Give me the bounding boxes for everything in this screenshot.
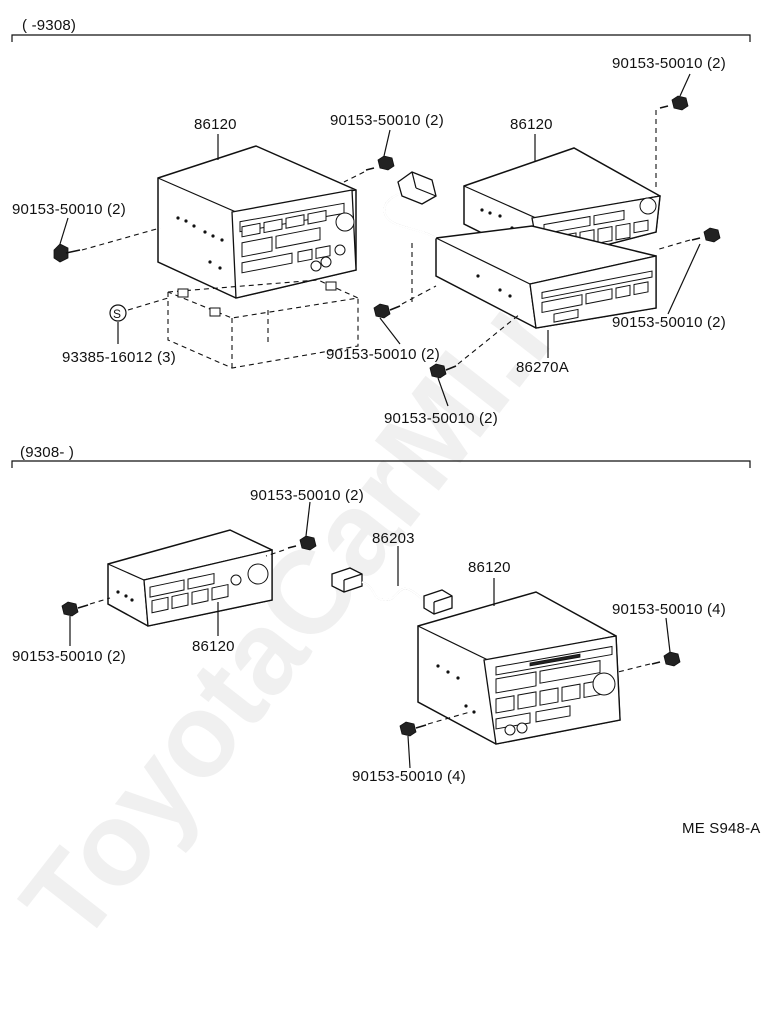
leaders-top <box>59 73 701 407</box>
label-bot-harness: 86203 <box>372 530 415 547</box>
label-top-radio-right: 86120 <box>510 116 553 133</box>
radio-unit-bottom-small <box>107 529 273 627</box>
radio-unit-bottom-big <box>417 591 621 745</box>
section-label-top: ( -9308) <box>22 17 76 34</box>
section-header-bottom: (9308- ) <box>11 444 751 468</box>
label-bot-radio-big: 86120 <box>468 559 511 576</box>
label-bot-screw-bottom: 90153-50010 (4) <box>352 768 466 785</box>
wire-harness-86203 <box>331 567 453 615</box>
bracket-unit-86270A <box>435 225 657 329</box>
label-top-clip: 93385-16012 (3) <box>62 349 176 366</box>
mounting-box-top-left <box>167 279 360 369</box>
leaders-bottom <box>69 501 671 769</box>
label-bot-radio-small: 86120 <box>192 638 235 655</box>
radio-unit-top-left <box>157 145 357 299</box>
label-bot-screw-top: 90153-50010 (2) <box>250 487 364 504</box>
screw-top-mid <box>343 155 395 183</box>
screw-top-tr <box>655 95 689 190</box>
clip-symbol-letter: S <box>113 307 121 321</box>
label-bot-screw-left: 90153-50010 (2) <box>12 648 126 665</box>
screw-bottom-right <box>617 651 681 673</box>
label-top-screw-right: 90153-50010 (2) <box>612 314 726 331</box>
label-top-screw-mid: 90153-50010 (2) <box>330 112 444 129</box>
screw-top-center <box>373 240 437 319</box>
section-label-bottom: (9308- ) <box>20 444 74 461</box>
label-top-screw-left: 90153-50010 (2) <box>12 201 126 218</box>
screw-top-right <box>655 227 721 251</box>
label-bot-screw-right: 90153-50010 (4) <box>612 601 726 618</box>
label-top-screw-tr: 90153-50010 (2) <box>612 55 726 72</box>
screw-bottom-bottom <box>399 711 471 737</box>
label-top-radio-left: 86120 <box>194 116 237 133</box>
label-top-screw-bottom: 90153-50010 (2) <box>384 410 498 427</box>
screw-bottom-left <box>61 597 111 617</box>
figure-code: ME S948-A <box>682 820 761 837</box>
label-top-screw-center: 90153-50010 (2) <box>326 346 440 363</box>
screw-top-left <box>53 227 161 263</box>
screw-top-bottom <box>429 313 521 379</box>
label-top-bracket: 86270A <box>516 359 569 376</box>
clip-symbol: S <box>109 297 169 322</box>
connector-cable-top <box>383 171 437 239</box>
section-header-top: ( -9308) <box>11 17 751 42</box>
